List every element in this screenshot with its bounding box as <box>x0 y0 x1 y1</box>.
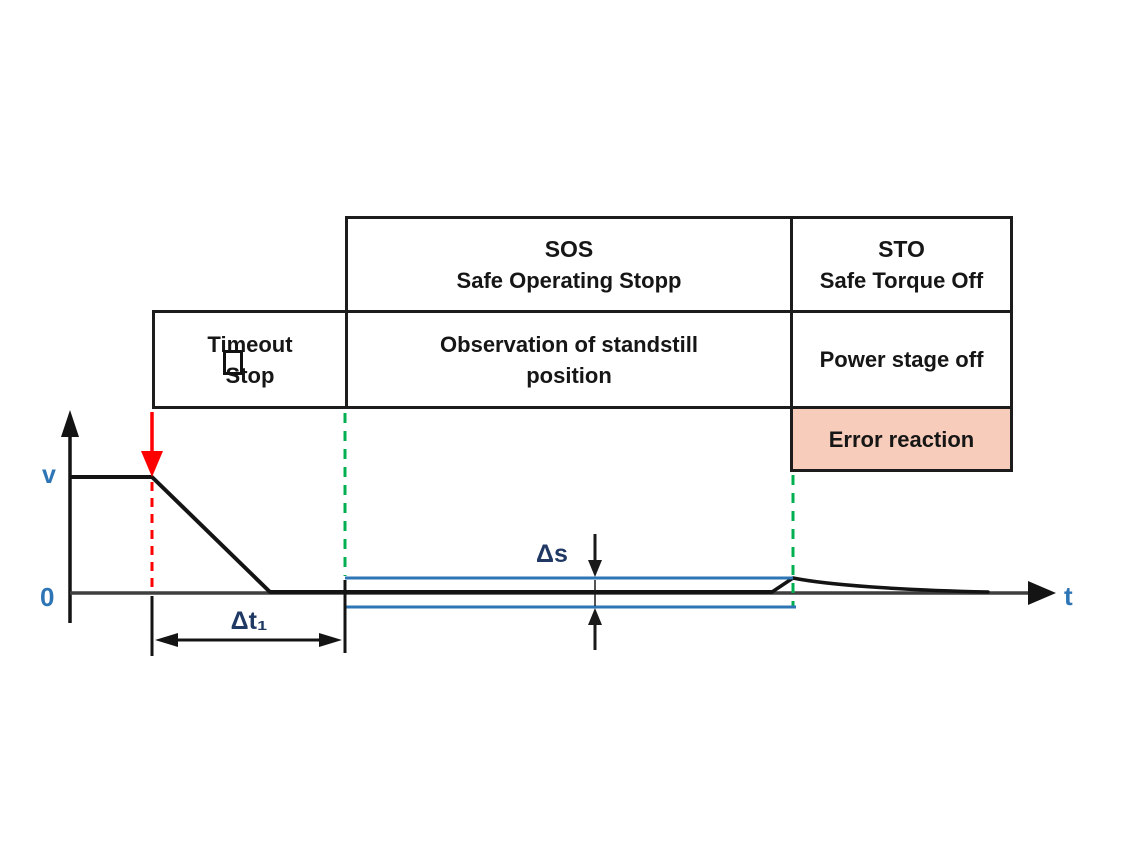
x-axis-label-t: t <box>1064 581 1073 611</box>
sto-full-name: Safe Torque Off <box>819 267 984 293</box>
table-cell-error-reaction: Error reaction <box>790 406 1013 472</box>
velocity-trace <box>70 475 772 594</box>
delta-s-lower-arrowhead-icon <box>588 608 602 625</box>
table-cell-observation: Observation of standstill position <box>345 310 793 409</box>
table-cell-sos-header: SOS Safe Operating Stopp <box>345 216 793 313</box>
delta-s-upper-arrowhead-icon <box>588 560 602 577</box>
timeout-label-line2: Stop <box>225 362 275 388</box>
table-cell-power-stage-off: Power stage off <box>790 310 1013 409</box>
delta-s-label: Δs <box>536 540 568 568</box>
timeout-label-line1: Timeout <box>207 331 293 357</box>
missing-glyph-box <box>222 349 243 375</box>
origin-label-zero: 0 <box>40 582 55 612</box>
timeout-label-line2-wrap: Stop <box>222 349 275 391</box>
velocity-trace-bump <box>770 576 990 594</box>
table-cell-timeout-stop: Timeout Stop <box>152 310 348 409</box>
sos-abbreviation: SOS <box>544 235 594 262</box>
sto-abbreviation: STO <box>878 235 925 262</box>
y-axis-arrowhead-icon <box>61 410 79 437</box>
table-cell-sto-header: STO Safe Torque Off <box>790 216 1013 313</box>
delta-t-right-arrowhead-icon <box>319 633 342 647</box>
sos-full-name: Safe Operating Stopp <box>456 267 682 293</box>
delta-t1-label: Δt₁ <box>230 607 268 635</box>
error-reaction-label: Error reaction <box>828 426 975 452</box>
y-axis-label-v: v <box>42 461 56 489</box>
observation-label: Observation of standstill position <box>440 331 698 388</box>
power-stage-label: Power stage off <box>819 347 984 372</box>
x-axis-arrowhead-icon <box>1028 581 1056 605</box>
delta-t-left-arrowhead-icon <box>155 633 178 647</box>
stop-event-arrowhead-icon <box>141 451 163 477</box>
